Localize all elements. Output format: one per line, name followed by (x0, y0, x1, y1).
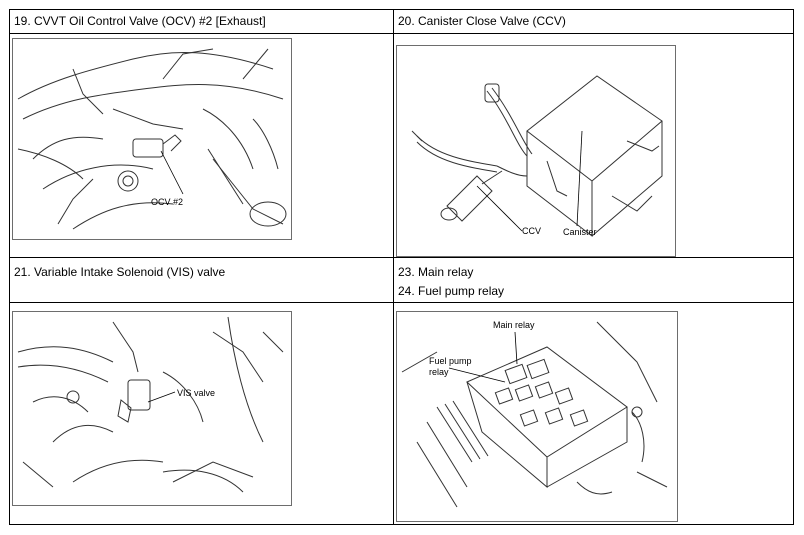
callout-fuel-pump: Fuel pump (429, 356, 472, 366)
ocv-engine-drawing: OCV #2 (17, 48, 287, 230)
illustration-vis: VIS valve (12, 311, 292, 506)
illustration-relay-box: Main relay Fuel pump relay (396, 311, 678, 522)
table-border-top (9, 9, 794, 10)
illustration-ocv: OCV #2 (12, 38, 292, 240)
callout-vis-valve: VIS valve (177, 388, 215, 398)
row-divider-1 (9, 33, 794, 34)
table-border-bottom (9, 524, 794, 525)
cell-title-ccv: 20. Canister Close Valve (CCV) (398, 14, 566, 28)
cell-title-vis: 21. Variable Intake Solenoid (VIS) valve (14, 265, 226, 279)
column-divider (393, 9, 394, 525)
cell-title-main-relay: 23. Main relay (398, 265, 474, 279)
callout-ocv2: OCV #2 (151, 197, 183, 207)
callout-main-relay: Main relay (493, 320, 535, 330)
callout-relay: relay (429, 367, 449, 377)
row-divider-3 (9, 302, 794, 303)
row-divider-2 (9, 257, 794, 258)
component-table (9, 9, 794, 525)
callout-ccv: CCV (522, 226, 541, 236)
cell-title-ocv: 19. CVVT Oil Control Valve (OCV) #2 [Exh… (14, 14, 266, 28)
vis-valve-drawing: VIS valve (17, 316, 284, 493)
illustration-ccv: CCV Canister (396, 45, 676, 257)
table-border-right (793, 9, 794, 525)
relay-box-drawing: Main relay Fuel pump relay (401, 320, 668, 508)
callout-canister: Canister (563, 227, 597, 237)
canister-drawing: CCV Canister (411, 75, 663, 238)
table-border-left (9, 9, 10, 525)
cell-title-fuel-pump-relay: 24. Fuel pump relay (398, 284, 505, 298)
